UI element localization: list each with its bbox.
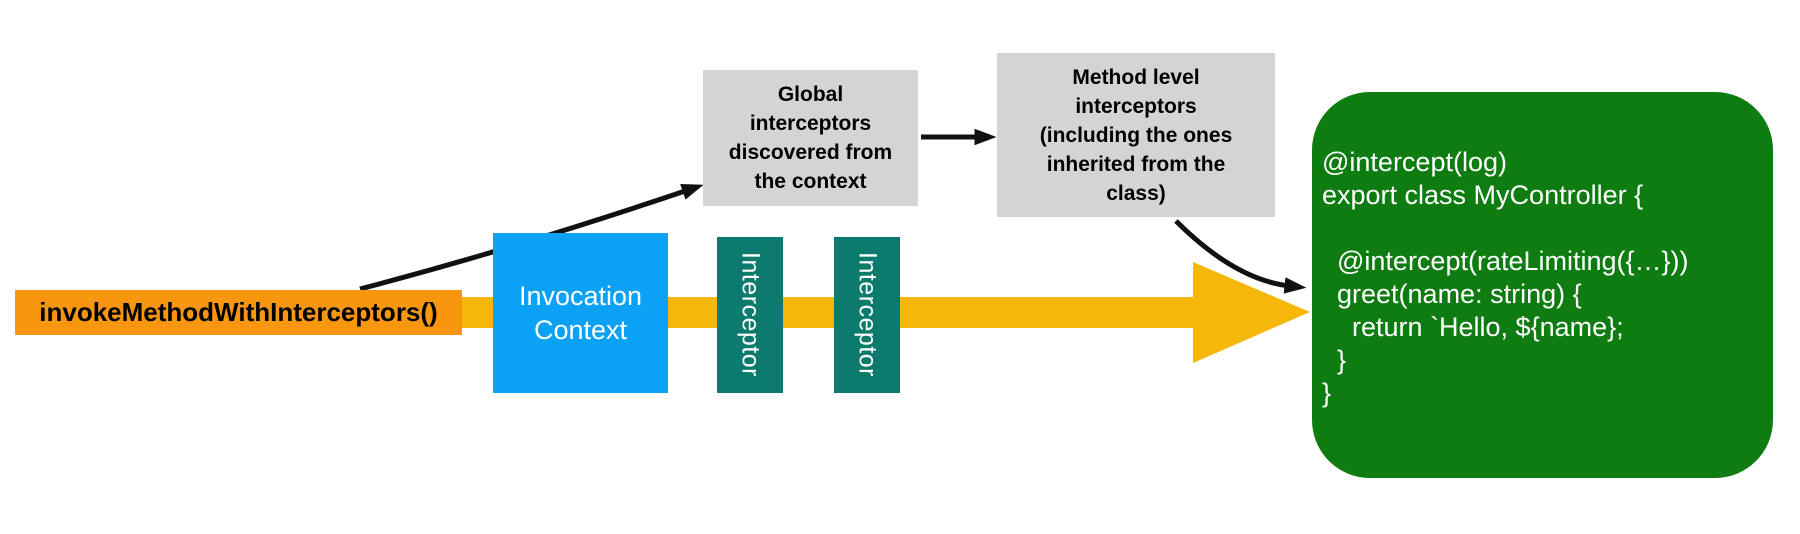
interceptor-2-label: Interceptor <box>853 252 882 378</box>
global-interceptors-note: Global interceptors discovered from the … <box>703 70 918 206</box>
method-level-interceptors-note: Method level interceptors (including the… <box>997 53 1275 217</box>
arrow-method-interceptors-to-code <box>1174 219 1307 294</box>
method-note-line3: (including the ones <box>1039 123 1233 147</box>
invocation-context-box: Invocation Context <box>493 233 668 393</box>
interceptor-box-1: Interceptor <box>717 237 783 393</box>
interceptor-box-2: Interceptor <box>834 237 900 393</box>
invocation-context-line1: Invocation <box>518 281 643 311</box>
flow-arrowhead <box>1193 262 1310 363</box>
interceptor-1-label: Interceptor <box>736 252 765 378</box>
method-note-line2: interceptors <box>1075 94 1197 118</box>
global-note-line4: the context <box>754 170 867 193</box>
global-note-line2: interceptors <box>749 112 872 135</box>
invocation-context-line2: Context <box>533 315 628 345</box>
global-note-line1: Global <box>777 83 844 106</box>
invoke-method-label: invokeMethodWithInterceptors() <box>39 297 438 327</box>
controller-code-box: @intercept(log) export class MyControlle… <box>1312 92 1773 478</box>
controller-code-snippet: @intercept(log) export class MyControlle… <box>1322 147 1689 408</box>
global-note-line3: discovered from <box>728 141 893 164</box>
method-note-line1: Method level <box>1072 65 1200 89</box>
method-note-line5: class) <box>1106 181 1166 205</box>
method-note-line4: inherited from the <box>1046 152 1226 176</box>
invoke-method-box: invokeMethodWithInterceptors() <box>15 290 462 335</box>
